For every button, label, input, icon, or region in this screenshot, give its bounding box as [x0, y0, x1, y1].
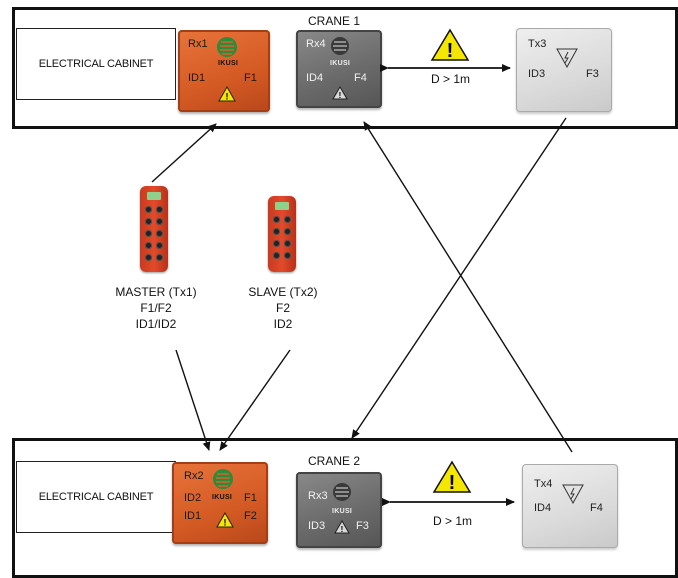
- antenna-logo-icon: [217, 37, 237, 57]
- crane-2-label: CRANE 2: [308, 454, 361, 468]
- arrow-tx3-to-rx3: [351, 117, 567, 439]
- master-label-line1: MASTER (Tx1): [115, 285, 197, 299]
- crane-1-frame: [12, 7, 678, 129]
- tx4-name: Tx4: [534, 478, 553, 490]
- tx3-id: ID3: [528, 68, 546, 80]
- svg-text:!: !: [226, 92, 229, 102]
- distance-label-top: D > 1m: [431, 72, 471, 86]
- rx1-id: ID1: [188, 72, 206, 84]
- slave-remote: [268, 196, 296, 272]
- master-label-line3: ID1/ID2: [135, 317, 177, 331]
- rx1-brand: IKUSI: [218, 60, 239, 67]
- rx2-brand: IKUSI: [212, 494, 233, 501]
- svg-text:!: !: [447, 40, 454, 62]
- svg-text:!: !: [341, 525, 344, 534]
- rx4-id: ID4: [306, 72, 324, 84]
- warning-triangle-icon: !: [216, 512, 234, 528]
- arrow-slave-to-rx2: [219, 349, 291, 451]
- slave-label-line1: SLAVE (Tx2): [248, 285, 318, 299]
- warning-triangle-icon: !: [218, 86, 236, 102]
- master-remote: [140, 186, 168, 272]
- master-label-line2: F1/F2: [140, 301, 172, 315]
- receiver-rx1: Rx1 ID1 F1 IKUSI !: [178, 30, 270, 112]
- warning-triangle-icon: !: [432, 460, 472, 494]
- rx4-freq: F4: [354, 72, 367, 84]
- master-label: MASTER (Tx1) F1/F2 ID1/ID2: [108, 284, 204, 332]
- receiver-rx2: Rx2 ID2 ID1 F1 F2 IKUSI !: [172, 462, 268, 544]
- rx4-name: Rx4: [306, 38, 326, 50]
- crane-1-label: CRANE 1: [308, 14, 361, 28]
- lightning-icon: [556, 48, 578, 68]
- rx3-name: Rx3: [308, 490, 328, 502]
- rx3-freq: F3: [356, 520, 369, 532]
- transmitter-tx4: Tx4 ID4 F4: [522, 464, 618, 548]
- tx3-name: Tx3: [528, 38, 547, 50]
- rx2-freq-a: F1: [244, 492, 257, 504]
- slave-label-line2: F2: [275, 301, 290, 315]
- rx1-name: Rx1: [188, 38, 208, 50]
- rx2-freq-b: F2: [244, 510, 257, 522]
- arrow-tx4-to-rx4: [363, 121, 573, 453]
- antenna-logo-icon: [331, 37, 349, 55]
- svg-text:!: !: [339, 91, 342, 100]
- warning-triangle-icon: !: [332, 86, 348, 100]
- antenna-logo-icon: [213, 469, 233, 489]
- master-remote-screen: [147, 192, 161, 200]
- tx3-freq: F3: [586, 68, 599, 80]
- distance-label-bottom: D > 1m: [433, 514, 473, 528]
- rx4-brand: IKUSI: [330, 60, 351, 67]
- tx4-id: ID4: [534, 502, 552, 514]
- receiver-rx4: Rx4 ID4 F4 IKUSI !: [296, 30, 382, 108]
- rx2-id-b: ID1: [184, 510, 202, 522]
- antenna-logo-icon: [333, 483, 351, 501]
- electrical-cabinet-bottom: ELECTRICAL CABINET: [16, 461, 176, 533]
- svg-text:!: !: [224, 518, 227, 528]
- warning-triangle-icon: !: [334, 520, 350, 534]
- rx3-brand: IKUSI: [332, 508, 353, 515]
- rx2-id-a: ID2: [184, 492, 202, 504]
- svg-text:!: !: [449, 472, 456, 494]
- rx3-id: ID3: [308, 520, 326, 532]
- rx2-name: Rx2: [184, 470, 204, 482]
- lightning-icon: [562, 484, 584, 504]
- receiver-rx3: Rx3 ID3 F3 IKUSI !: [296, 472, 382, 548]
- slave-label-line3: ID2: [273, 317, 293, 331]
- rx1-freq: F1: [244, 72, 257, 84]
- transmitter-tx3: Tx3 ID3 F3: [516, 28, 612, 112]
- tx4-freq: F4: [590, 502, 603, 514]
- arrow-master-to-rx2: [175, 349, 211, 451]
- slave-remote-screen: [275, 202, 289, 210]
- warning-triangle-icon: !: [430, 28, 470, 62]
- arrow-master-to-rx1: [151, 123, 217, 183]
- electrical-cabinet-top: ELECTRICAL CABINET: [16, 28, 176, 100]
- slave-label: SLAVE (Tx2) F2 ID2: [238, 284, 328, 332]
